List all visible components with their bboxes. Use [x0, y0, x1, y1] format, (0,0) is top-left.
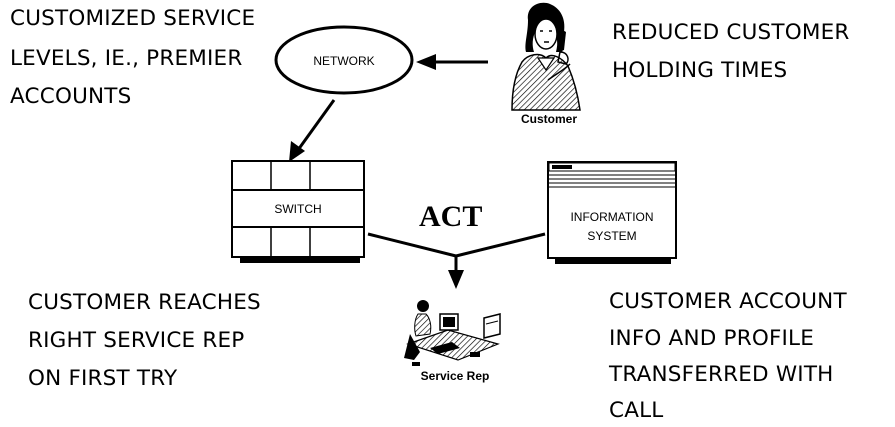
benefit-bottom-left-line-2: RIGHT SERVICE REP: [28, 328, 245, 353]
benefit-bottom-right-line-4: CALL: [609, 398, 664, 423]
service-rep-workstation-icon: [404, 300, 501, 366]
benefit-top-left-line-1: CUSTOMIZED SERVICE: [10, 6, 256, 31]
arrow-customer-to-network: [416, 54, 488, 70]
network-ellipse-icon: [274, 25, 414, 95]
telephone-customer-icon: [511, 2, 581, 111]
information-system-box-icon: [547, 161, 677, 264]
benefit-bottom-right-line-2: INFO AND PROFILE: [609, 326, 815, 351]
information-system-label-line-2: SYSTEM: [587, 229, 637, 243]
customer-label: Customer: [520, 112, 577, 126]
switch-label: SWITCH: [274, 202, 322, 216]
benefit-bottom-left-line-3: ON FIRST TRY: [28, 366, 178, 391]
switch-box-icon: [231, 160, 365, 263]
information-system-label-line-1: INFORMATION: [570, 210, 654, 224]
arrow-network-to-switch: [289, 99, 336, 162]
benefit-top-left-line-2: LEVELS, IE., PREMIER: [10, 46, 243, 71]
benefit-top-right-line-1: REDUCED CUSTOMER: [612, 20, 850, 45]
benefit-top-left-line-3: ACCOUNTS: [10, 84, 132, 109]
act-label: ACT: [419, 200, 483, 233]
benefit-bottom-left-line-1: CUSTOMER REACHES: [28, 290, 261, 315]
benefit-bottom-right-line-1: CUSTOMER ACCOUNT: [609, 289, 847, 314]
act-connector-lines: [367, 232, 546, 289]
benefit-bottom-right-line-3: TRANSFERRED WITH: [609, 362, 834, 387]
network-label: NETWORK: [313, 54, 375, 68]
service-rep-label: Service Rep: [420, 369, 490, 383]
benefit-top-right-line-2: HOLDING TIMES: [612, 58, 788, 83]
